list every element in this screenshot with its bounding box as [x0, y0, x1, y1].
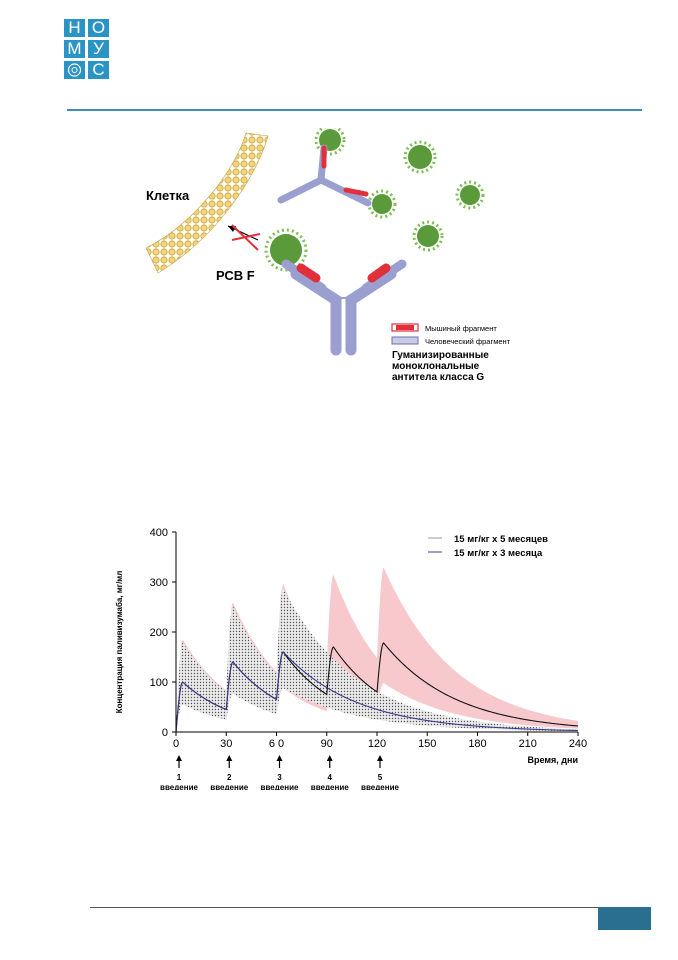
caption-line: антитела класса G	[392, 372, 484, 380]
large-antibody	[281, 259, 407, 356]
blocked-entry-icon	[227, 224, 261, 251]
y-axis-label: Концентрация паливизумаба, мг/мл	[115, 571, 124, 714]
x-tick-label: 0	[173, 738, 179, 750]
logo-letter: У	[88, 40, 109, 58]
x-tick-label: 30	[220, 738, 232, 750]
dose-arrowhead-icon	[326, 755, 333, 761]
y-tick-label: 100	[150, 677, 168, 689]
series-2-line	[175, 651, 579, 733]
y-tick-label: 200	[150, 627, 168, 639]
x-tick-label: 240	[569, 738, 587, 750]
dose-label: введение	[261, 783, 299, 790]
virus-icon	[314, 128, 346, 156]
x-tick-label: 180	[468, 738, 486, 750]
dose-number: 2	[227, 773, 232, 782]
legend-human-swatch	[391, 336, 419, 345]
dose-label: введение	[210, 783, 248, 790]
legend-human-label: Человеческий фрагмент	[425, 337, 511, 346]
caption-line: моноклональные	[392, 361, 480, 372]
logo-letter: С	[88, 61, 109, 79]
cell-membrane	[145, 132, 269, 274]
virus-icon	[367, 189, 397, 219]
x-tick-label: 90	[321, 738, 333, 750]
legend-series-1-label: 15 мг/кг х 5 месяцев	[454, 534, 548, 545]
small-antibody	[277, 144, 372, 207]
dose-number: 4	[328, 773, 333, 782]
x-axis-label: Время, дни	[528, 755, 578, 765]
dose-label: введение	[311, 783, 349, 790]
dose-number: 5	[378, 773, 383, 782]
x-tick-label: 210	[519, 738, 537, 750]
dose-arrowhead-icon	[226, 755, 233, 761]
logo-letter: О	[88, 19, 109, 37]
page-number-box	[598, 907, 651, 930]
dose-number: 3	[277, 773, 282, 782]
virus-icon	[455, 180, 485, 210]
nomus-logo: Н О М У С	[64, 19, 112, 102]
footer-rule	[90, 907, 642, 908]
logo-letter: Н	[64, 19, 85, 37]
virus-icon	[403, 140, 437, 174]
virus-icon	[412, 220, 444, 252]
dose-number: 1	[177, 773, 182, 782]
antibody-illustration: Клетка РСВ F	[145, 128, 511, 380]
caption-line: Гуманизированные	[392, 350, 489, 361]
y-tick-label: 0	[162, 727, 168, 739]
dose-arrowhead-icon	[176, 755, 182, 761]
x-tick-label: 120	[368, 738, 386, 750]
chart-legend: 15 мг/кг х 5 месяцев 15 мг/кг х 3 месяца	[428, 534, 548, 559]
y-tick-label: 400	[150, 527, 168, 539]
virus-icon	[264, 228, 308, 272]
x-tick-label: 6 0	[269, 738, 284, 750]
y-tick-label: 300	[150, 577, 168, 589]
legend-mouse-fill	[396, 325, 414, 330]
legend-series-2-label: 15 мг/кг х 3 месяца	[454, 548, 543, 559]
cell-label: Клетка	[146, 188, 190, 203]
dose-label: введение	[361, 783, 399, 790]
dose-arrowhead-icon	[276, 755, 283, 761]
dose-label: введение	[160, 783, 198, 790]
x-tick-label: 150	[418, 738, 436, 750]
logo-letter: М	[64, 40, 85, 58]
legend-mouse-label: Мышиный фрагмент	[425, 324, 497, 333]
logo-emblem-icon	[64, 61, 85, 79]
dose-arrowhead-icon	[377, 755, 383, 761]
header-rule	[67, 109, 642, 111]
rsv-label: РСВ F	[216, 268, 255, 283]
